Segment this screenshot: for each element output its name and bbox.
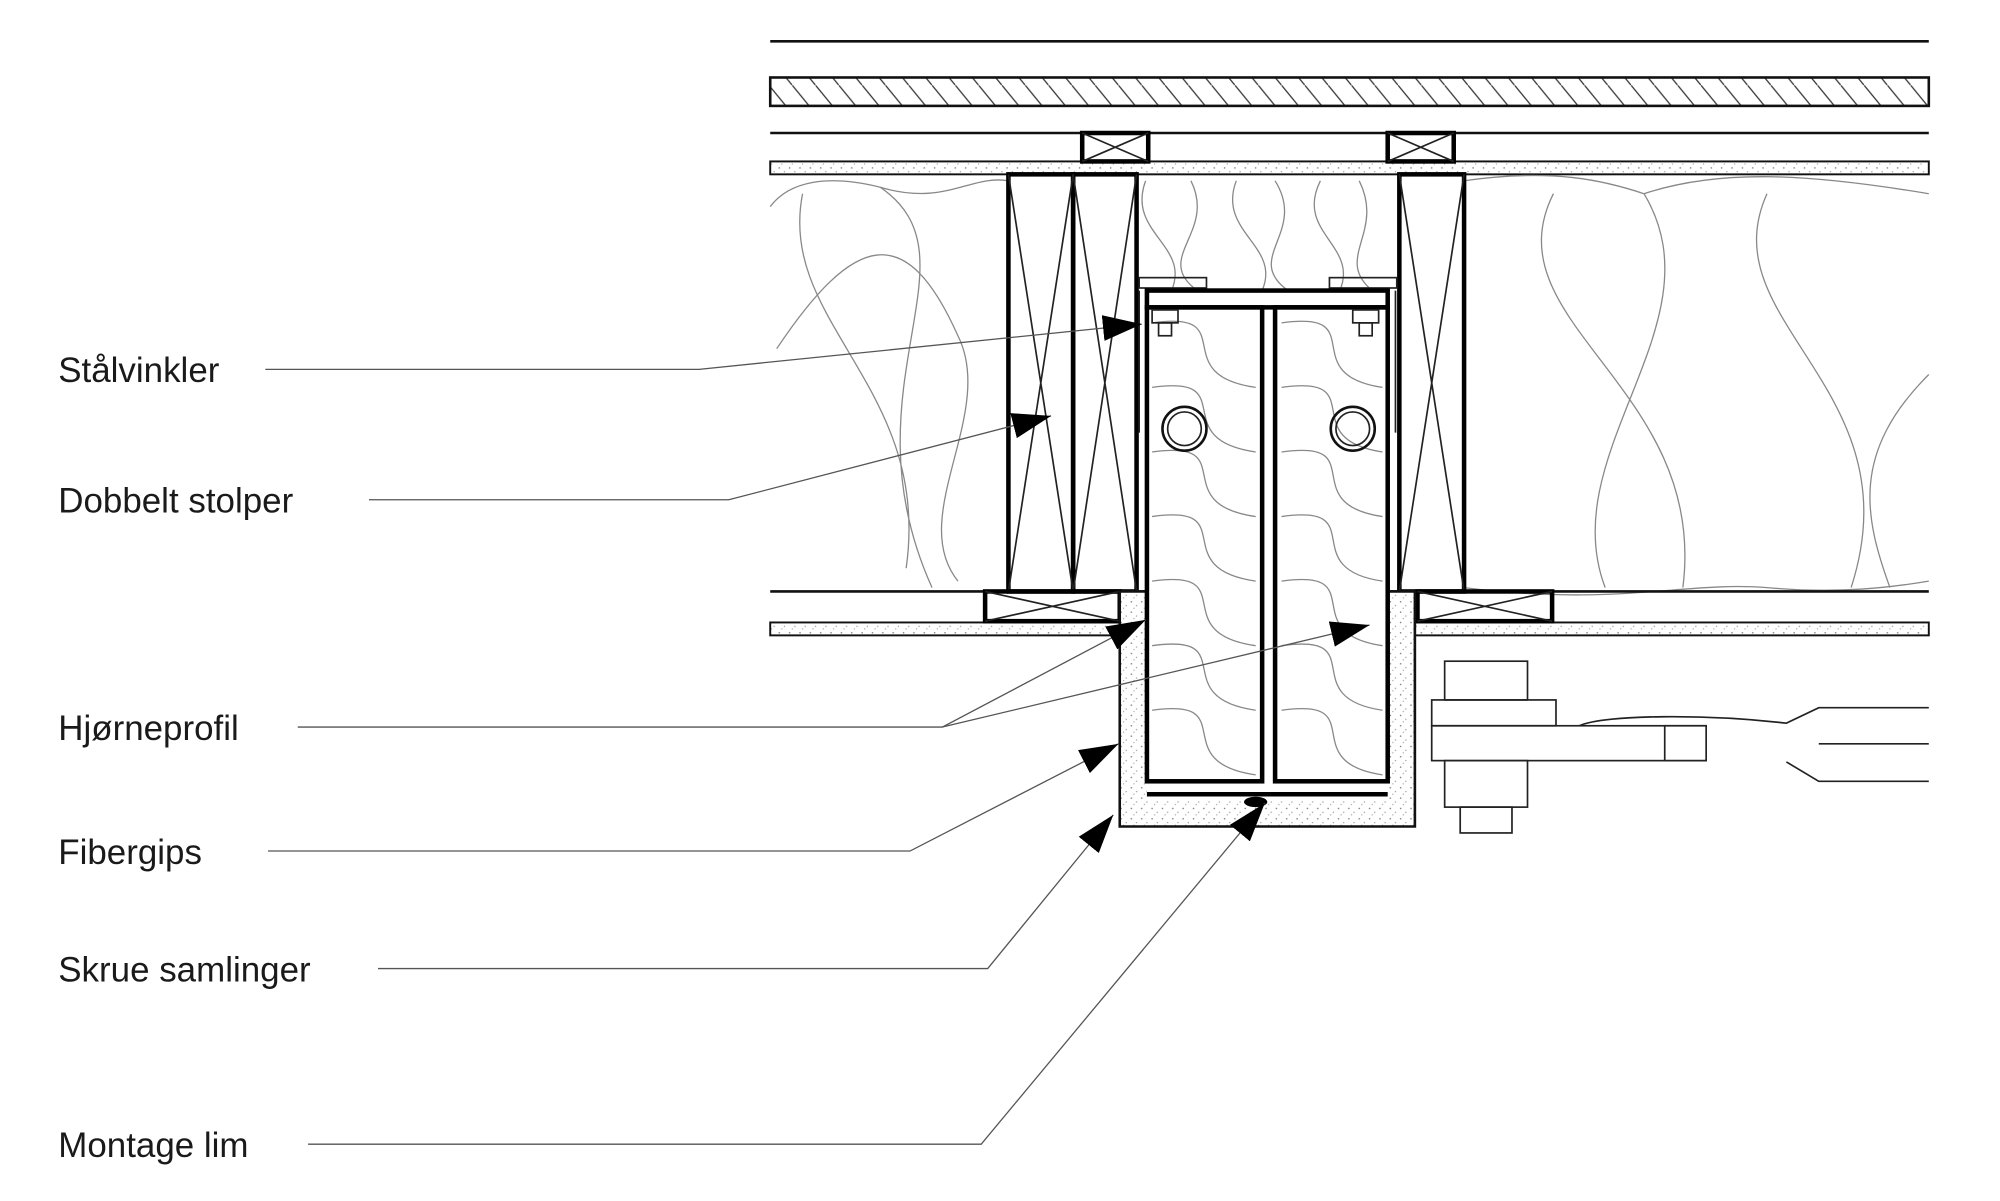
label-dobbelt-stolper: Dobbelt stolper xyxy=(58,482,293,521)
leader-skrue-samlinger xyxy=(377,814,1114,970)
leader-hjorneprofil-2 xyxy=(942,621,1370,728)
label-montage-lim: Montage lim xyxy=(58,1126,248,1165)
label-hjorneprofil: Hjørneprofil xyxy=(58,709,239,748)
leader-montage-lim xyxy=(308,802,1266,1145)
label-skrue-samlinger: Skrue samlinger xyxy=(58,950,311,989)
leader-stalvinkler xyxy=(265,315,1142,370)
connection-hardware xyxy=(1430,660,1929,834)
insulation-wall xyxy=(769,174,1930,596)
label-stalvinkler: Stålvinkler xyxy=(58,351,220,390)
battens-top xyxy=(1079,130,1456,164)
bolts xyxy=(1151,309,1380,337)
top-layers xyxy=(768,40,1931,176)
leader-dobbelt-stolper xyxy=(368,413,1052,501)
label-fibergips: Fibergips xyxy=(58,833,202,872)
leader-lines xyxy=(265,315,1370,1145)
corner-column xyxy=(1118,276,1417,828)
pipes xyxy=(1161,405,1377,452)
leader-fibergips xyxy=(267,743,1119,852)
